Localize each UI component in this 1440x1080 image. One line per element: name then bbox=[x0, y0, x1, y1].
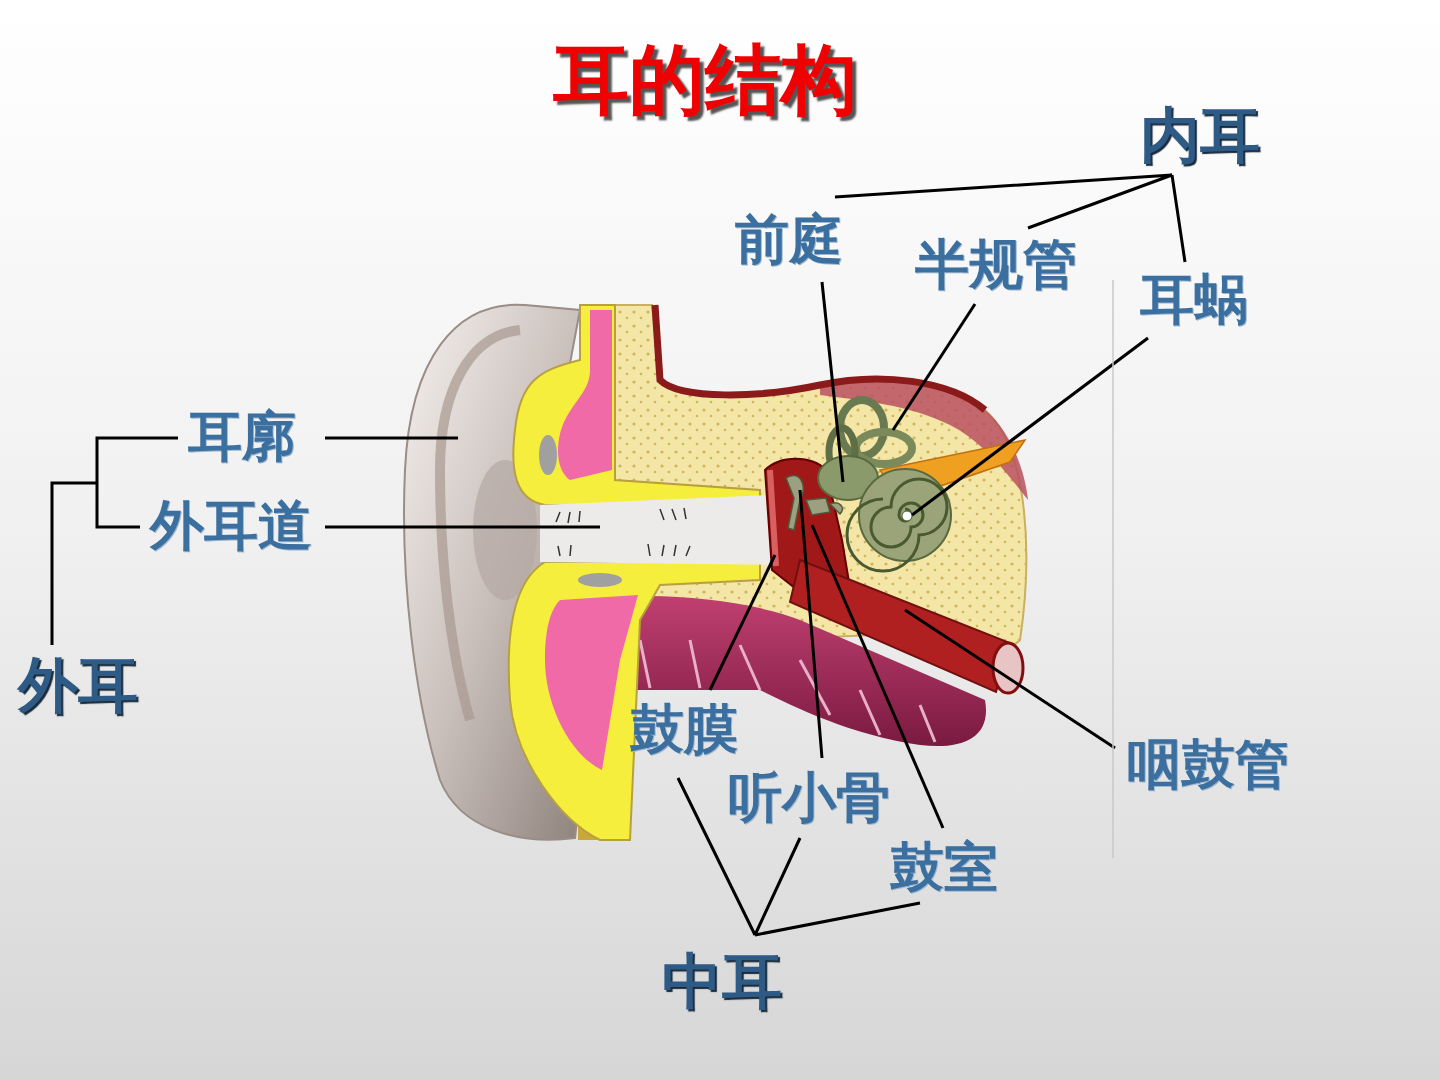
part-label: 前庭 bbox=[735, 210, 843, 269]
leader-line bbox=[822, 282, 843, 482]
part-label: 鼓室 bbox=[890, 838, 998, 897]
part-label: 半规管 bbox=[915, 235, 1077, 294]
part-label: 听小骨 bbox=[728, 768, 890, 827]
cochlea-center bbox=[902, 511, 912, 521]
part-label: 耳蜗 bbox=[1140, 270, 1248, 329]
group-label: 中耳 bbox=[662, 948, 782, 1014]
tissue-upper bbox=[558, 310, 612, 480]
leader-line bbox=[893, 304, 975, 430]
cartilage-spot bbox=[539, 435, 557, 475]
leader-line bbox=[905, 610, 1115, 748]
eardrum bbox=[770, 470, 776, 566]
part-label: 咽鼓管 bbox=[1127, 735, 1289, 794]
cochlea-spiral bbox=[847, 479, 947, 571]
part-label: 耳廓 bbox=[188, 407, 296, 466]
bone-outline bbox=[655, 305, 985, 410]
eustachian-tube bbox=[790, 560, 1010, 692]
part-label: 外耳道 bbox=[150, 496, 312, 555]
leader-line bbox=[800, 490, 822, 758]
group-label: 内耳 bbox=[1140, 102, 1260, 168]
divider-line bbox=[1112, 280, 1114, 858]
group-label: 外耳 bbox=[18, 652, 138, 718]
leader-line bbox=[325, 526, 600, 529]
cartilage-lower bbox=[509, 562, 760, 840]
cartilage-upper bbox=[513, 305, 760, 505]
tissue-lower bbox=[545, 595, 638, 770]
cartilage-spot bbox=[578, 573, 622, 587]
part-label: 鼓膜 bbox=[630, 700, 738, 759]
leader-line bbox=[710, 555, 775, 690]
diagram-title: 耳的结构 bbox=[553, 38, 857, 122]
ear-canal bbox=[540, 495, 775, 565]
leader-lines bbox=[52, 175, 1185, 935]
leader-line bbox=[325, 437, 458, 440]
canal-hairs bbox=[556, 508, 690, 556]
